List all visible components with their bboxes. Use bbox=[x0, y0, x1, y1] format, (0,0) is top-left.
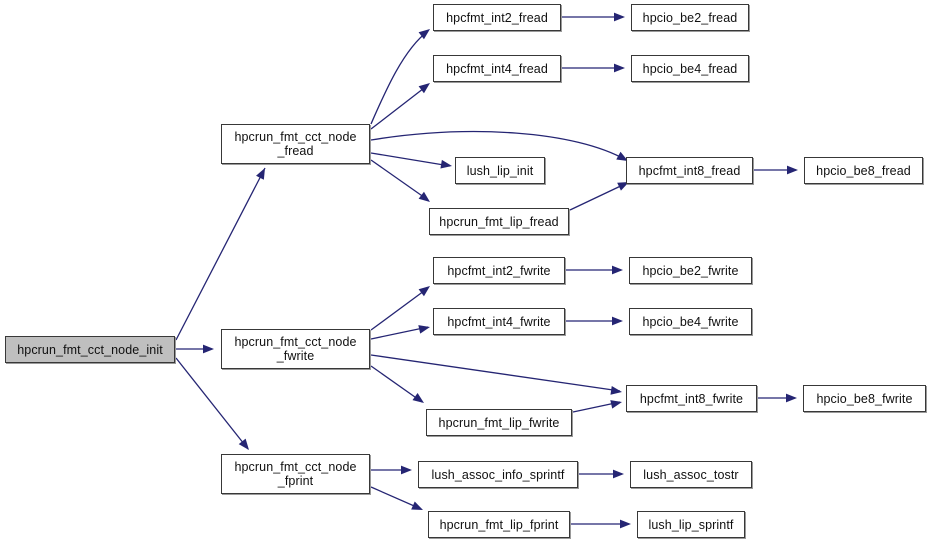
edge-root-to-cct_fread bbox=[175, 167, 266, 341]
arrowhead-int8_fwrite-to-be8_fwrite bbox=[786, 393, 797, 403]
node-be4_fwrite[interactable]: hpcio_be4_fwrite bbox=[629, 308, 752, 335]
node-cct_fprint[interactable]: hpcrun_fmt_cct_node _fprint bbox=[221, 454, 370, 494]
arrowhead-cct_fread-to-lush_lip_init bbox=[440, 159, 452, 169]
arrowhead-root-to-cct_fwrite bbox=[203, 344, 214, 354]
arrowhead-cct_fprint-to-assoc_sprintf bbox=[401, 465, 412, 475]
edge-cct_fwrite-to-int8_fwrite bbox=[370, 354, 621, 392]
edge-cct_fread-to-int8_fread bbox=[370, 130, 627, 161]
edge-cct_fwrite-to-int4_fwrite bbox=[370, 326, 429, 340]
node-be2_fread[interactable]: hpcio_be2_fread bbox=[631, 4, 749, 31]
arrowhead-cct_fwrite-to-int8_fwrite bbox=[610, 386, 622, 395]
edge-root-to-cct_fprint bbox=[175, 357, 249, 450]
edge-lip_fwrite-to-int8_fwrite bbox=[572, 401, 621, 413]
node-be8_fwrite[interactable]: hpcio_be8_fwrite bbox=[803, 385, 926, 412]
node-cct_fread[interactable]: hpcrun_fmt_cct_node _fread bbox=[221, 124, 370, 164]
arrowhead-root-to-cct_fprint bbox=[238, 438, 249, 450]
arrowhead-cct_fprint-to-lip_fprint bbox=[411, 501, 423, 510]
node-be4_fread[interactable]: hpcio_be4_fread bbox=[631, 55, 749, 82]
node-lip_fprint[interactable]: hpcrun_fmt_lip_fprint bbox=[428, 511, 570, 538]
node-lush_lip_init[interactable]: lush_lip_init bbox=[455, 157, 545, 184]
arrowhead-cct_fread-to-int4_fread bbox=[418, 83, 430, 94]
node-assoc_sprintf[interactable]: lush_assoc_info_sprintf bbox=[418, 461, 578, 488]
arrowhead-cct_fwrite-to-int4_fwrite bbox=[418, 325, 430, 334]
node-int4_fread[interactable]: hpcfmt_int4_fread bbox=[433, 55, 561, 82]
node-be2_fwrite[interactable]: hpcio_be2_fwrite bbox=[629, 257, 752, 284]
arrowhead-root-to-cct_fread bbox=[256, 168, 265, 180]
node-cct_fwrite[interactable]: hpcrun_fmt_cct_node _fwrite bbox=[221, 329, 370, 369]
node-lip_fread[interactable]: hpcrun_fmt_lip_fread bbox=[429, 208, 569, 235]
edge-cct_fread-to-lip_fread bbox=[370, 159, 429, 201]
arrowhead-assoc_sprintf-to-assoc_tostr bbox=[613, 469, 624, 479]
edge-cct_fread-to-int2_fread bbox=[370, 30, 429, 125]
edge-cct_fprint-to-lip_fprint bbox=[370, 486, 422, 510]
node-int8_fwrite[interactable]: hpcfmt_int8_fwrite bbox=[626, 385, 757, 412]
arrowhead-lip_fprint-to-lush_lip_sprintf bbox=[620, 519, 631, 529]
arrowhead-cct_fwrite-to-lip_fwrite bbox=[412, 393, 424, 403]
arrowhead-int2_fread-to-be2_fread bbox=[614, 12, 625, 22]
node-lush_lip_sprintf[interactable]: lush_lip_sprintf bbox=[637, 511, 745, 538]
arrowhead-int4_fread-to-be4_fread bbox=[614, 63, 625, 73]
edge-cct_fwrite-to-lip_fwrite bbox=[370, 365, 423, 403]
edge-cct_fread-to-lush_lip_init bbox=[370, 152, 451, 167]
arrowhead-int4_fwrite-to-be4_fwrite bbox=[612, 316, 623, 326]
edge-lip_fread-to-int8_fread bbox=[569, 182, 628, 211]
arrowhead-cct_fread-to-lip_fread bbox=[418, 191, 430, 202]
node-assoc_tostr[interactable]: lush_assoc_tostr bbox=[630, 461, 752, 488]
node-root[interactable]: hpcrun_fmt_cct_node_init bbox=[5, 336, 175, 363]
node-int2_fwrite[interactable]: hpcfmt_int2_fwrite bbox=[433, 257, 565, 284]
arrowhead-cct_fread-to-int2_fread bbox=[418, 29, 430, 40]
node-int4_fwrite[interactable]: hpcfmt_int4_fwrite bbox=[433, 308, 565, 335]
node-int8_fread[interactable]: hpcfmt_int8_fread bbox=[626, 157, 753, 184]
edge-cct_fwrite-to-int2_fwrite bbox=[370, 287, 429, 331]
node-int2_fread[interactable]: hpcfmt_int2_fread bbox=[433, 4, 561, 31]
node-lip_fwrite[interactable]: hpcrun_fmt_lip_fwrite bbox=[426, 409, 572, 436]
arrowhead-int2_fwrite-to-be2_fwrite bbox=[612, 265, 623, 275]
arrowhead-lip_fwrite-to-int8_fwrite bbox=[610, 400, 622, 409]
arrowhead-cct_fwrite-to-int2_fwrite bbox=[418, 286, 430, 297]
node-be8_fread[interactable]: hpcio_be8_fread bbox=[804, 157, 923, 184]
arrowhead-int8_fread-to-be8_fread bbox=[787, 165, 798, 175]
edge-cct_fread-to-int4_fread bbox=[370, 84, 429, 130]
